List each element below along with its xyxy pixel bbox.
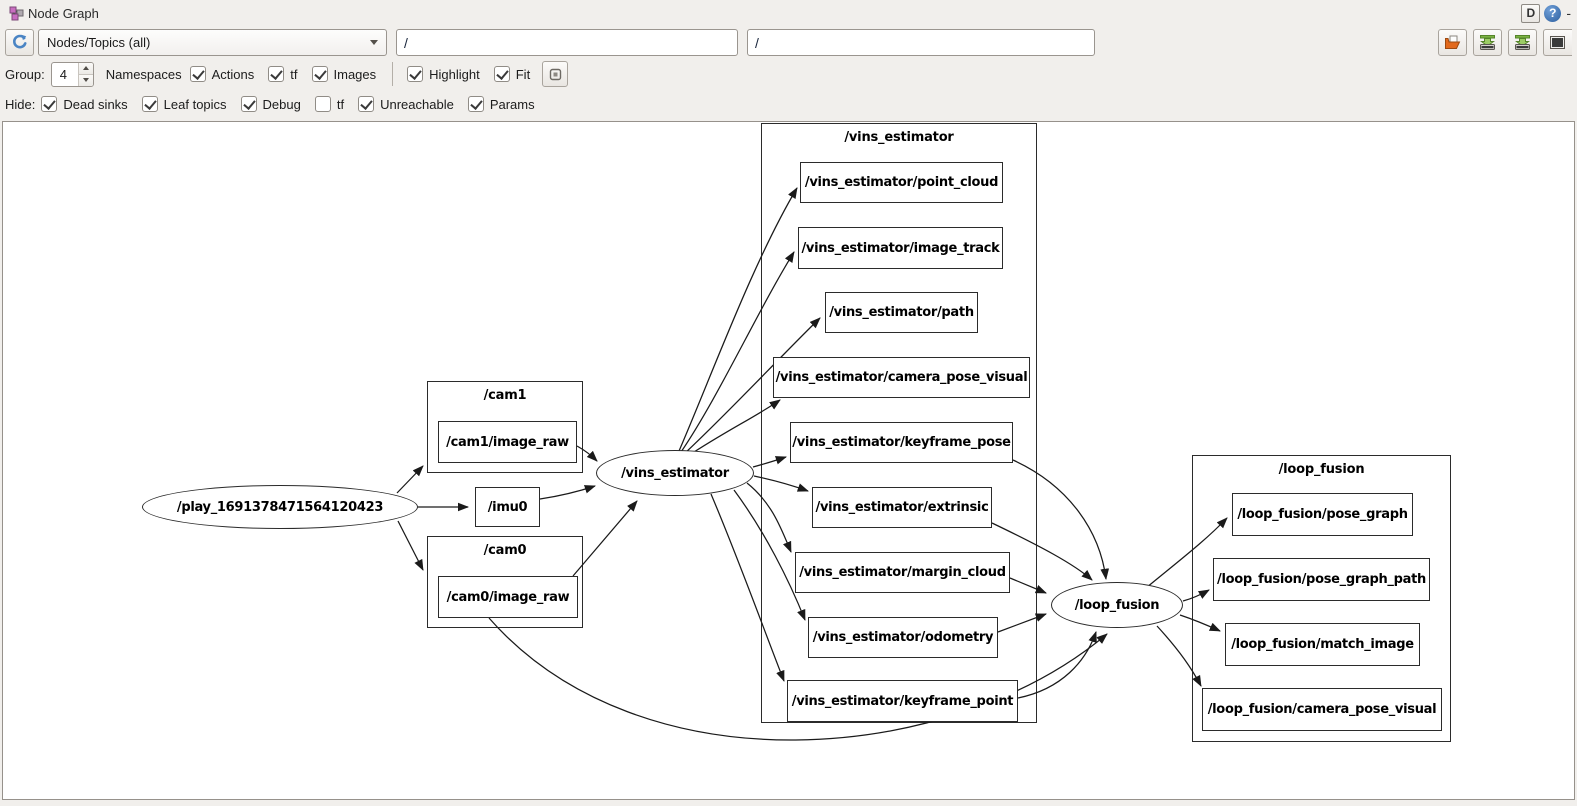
dock-button[interactable]: D: [1521, 3, 1541, 23]
namespaces-label: Namespaces: [105, 66, 182, 82]
fit-in-view-icon: [549, 68, 561, 80]
tf-checkbox[interactable]: [268, 66, 285, 82]
save-image-button[interactable]: [1543, 29, 1572, 56]
cluster-cam1-label: /cam1: [483, 388, 527, 403]
separator: [392, 62, 394, 86]
topic-loop-pose-graph-path[interactable]: /loop_fusion/pose_graph_path: [1213, 558, 1430, 601]
checkbox-leaf-topics[interactable]: Leaf topics: [141, 96, 227, 112]
cluster-cam1: /cam1: [427, 381, 583, 473]
node-play[interactable]: /play_1691378471564120423: [142, 485, 418, 529]
topic-vins-margin-cloud[interactable]: /vins_estimator/margin_cloud: [795, 552, 1010, 593]
plugin-titlebar: Node Graph D ? -: [0, 0, 1577, 26]
topic-loop-camera-pose-visual[interactable]: /loop_fusion/camera_pose_visual: [1202, 688, 1442, 731]
chevron-down-icon: [370, 40, 378, 45]
group-value: 4: [59, 66, 67, 82]
topic-vins-path[interactable]: /vins_estimator/path: [825, 292, 978, 333]
node-graph-icon: [7, 4, 26, 23]
plugin-title: Node Graph: [28, 5, 99, 21]
node-filter-input[interactable]: [396, 29, 738, 56]
params-checkbox[interactable]: [467, 96, 484, 112]
topic-vins-camera-pose-visual[interactable]: /vins_estimator/camera_pose_visual: [773, 357, 1030, 398]
refresh-icon: [13, 34, 27, 49]
graph-type-selected: Nodes/Topics (all): [47, 35, 151, 50]
debug-checkbox[interactable]: [240, 96, 257, 112]
topic-vins-keyframe-pose[interactable]: /vins_estimator/keyframe_pose: [790, 422, 1013, 463]
topic-cam0-image-raw[interactable]: /cam0/image_raw: [438, 576, 578, 618]
unreachable-checkbox[interactable]: [358, 96, 375, 112]
dead-sinks-checkbox[interactable]: [41, 96, 58, 112]
topic-cam1-image-raw[interactable]: /cam1/image_raw: [438, 421, 577, 463]
fit-in-view-button[interactable]: [542, 61, 569, 87]
topic-vins-odometry[interactable]: /vins_estimator/odometry: [808, 617, 998, 658]
topic-imu0[interactable]: /imu0: [475, 487, 540, 527]
checkbox-highlight[interactable]: Highlight: [407, 66, 480, 82]
topic-vins-point-cloud[interactable]: /vins_estimator/point_cloud: [800, 162, 1003, 203]
topic-vins-extrinsic[interactable]: /vins_estimator/extrinsic: [812, 487, 992, 528]
topic-loop-pose-graph[interactable]: /loop_fusion/pose_graph: [1232, 493, 1413, 536]
minimize-button[interactable]: -: [1566, 5, 1571, 21]
cluster-loop-fusion-label: /loop_fusion: [1278, 462, 1365, 477]
node-loop-fusion[interactable]: /loop_fusion: [1051, 582, 1183, 628]
checkbox-params[interactable]: Params: [467, 96, 535, 112]
checkbox-fit[interactable]: Fit: [493, 66, 530, 82]
highlight-checkbox[interactable]: [407, 66, 424, 82]
checkbox-hide-tf[interactable]: tf: [314, 96, 344, 112]
checkbox-actions[interactable]: Actions: [189, 66, 254, 82]
checkbox-tf[interactable]: tf: [268, 66, 298, 82]
help-icon: ?: [1544, 4, 1562, 22]
node-vins-estimator[interactable]: /vins_estimator: [596, 450, 754, 496]
checkbox-dead-sinks[interactable]: Dead sinks: [41, 96, 128, 112]
spin-down-icon[interactable]: [78, 74, 93, 86]
images-checkbox[interactable]: [311, 66, 328, 82]
save-dot-button[interactable]: [1473, 29, 1502, 56]
checkbox-images[interactable]: Images: [311, 66, 376, 82]
hide-tf-checkbox[interactable]: [314, 96, 331, 112]
save-icon: [1515, 35, 1530, 50]
cluster-cam0-label: /cam0: [483, 543, 527, 558]
save-icon: [1480, 35, 1495, 50]
hide-label: Hide:: [5, 96, 36, 112]
hide-row: Hide: Dead sinks Leaf topics Debug tf Un…: [0, 90, 1577, 118]
graph-type-combobox[interactable]: Nodes/Topics (all): [38, 29, 387, 56]
help-button[interactable]: ?: [1543, 4, 1562, 23]
cluster-vins-estimator-label: /vins_estimator: [844, 130, 954, 145]
checkbox-unreachable[interactable]: Unreachable: [358, 96, 454, 112]
options-row: Group: 4 Namespaces Actions tf Images Hi…: [0, 60, 1577, 88]
group-spinbox[interactable]: 4: [50, 61, 94, 87]
refresh-button[interactable]: [5, 29, 34, 56]
actions-checkbox[interactable]: [189, 66, 206, 82]
topic-vins-keyframe-point[interactable]: /vins_estimator/keyframe_point: [787, 680, 1018, 722]
spin-up-icon[interactable]: [78, 62, 93, 75]
group-label: Group:: [5, 66, 45, 82]
checkbox-debug[interactable]: Debug: [240, 96, 301, 112]
topic-loop-match-image[interactable]: /loop_fusion/match_image: [1225, 623, 1420, 666]
image-icon: [1550, 36, 1565, 49]
topic-filter-input[interactable]: [747, 29, 1095, 56]
folder-open-icon: [1445, 35, 1461, 49]
topic-vins-image-track[interactable]: /vins_estimator/image_track: [798, 227, 1003, 269]
fit-checkbox[interactable]: [493, 66, 510, 82]
leaf-topics-checkbox[interactable]: [141, 96, 158, 112]
graph-toolbar: Nodes/Topics (all): [0, 28, 1577, 57]
save-svg-button[interactable]: [1508, 29, 1537, 56]
load-dot-button[interactable]: [1438, 29, 1467, 56]
